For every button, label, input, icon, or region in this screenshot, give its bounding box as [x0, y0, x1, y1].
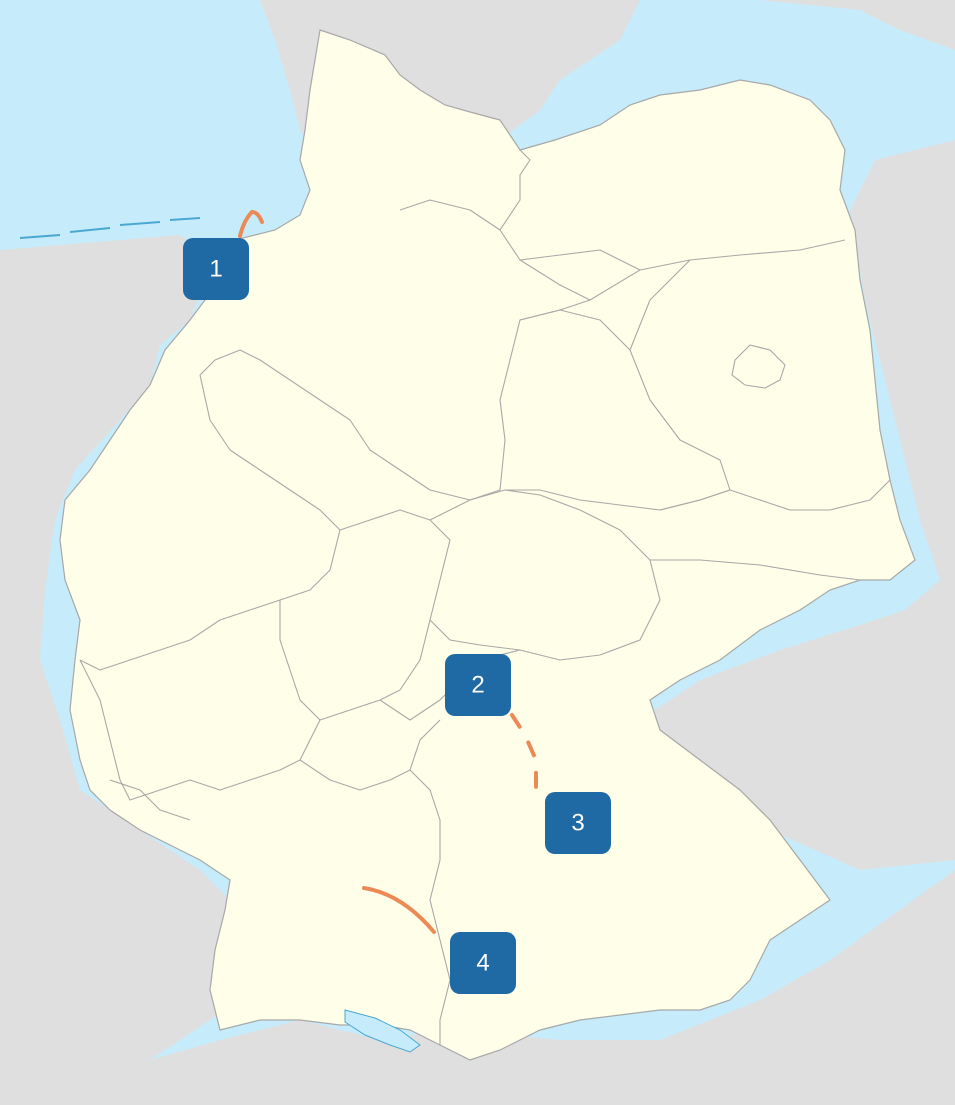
state-border-hesse [279, 509, 451, 721]
route-1-line [238, 209, 264, 238]
foreign-land-south [0, 870, 955, 1105]
state-border-saarland [109, 779, 191, 821]
berlin-border [731, 344, 786, 389]
marker-4-label: 4 [476, 950, 489, 977]
marker-2[interactable]: 2 [445, 654, 511, 716]
foreign-land-east [640, 140, 955, 870]
marker-4[interactable]: 4 [450, 932, 516, 994]
foreign-land-west [0, 235, 240, 1070]
lake-constance [344, 1009, 421, 1053]
state-border-north-rhine-westphalia [79, 374, 341, 671]
germany-land [59, 29, 916, 1061]
marker-3-label: 3 [571, 810, 584, 837]
marker-3[interactable]: 3 [545, 792, 611, 854]
state-border-thuringia [429, 489, 661, 661]
state-border-mecklenburg [499, 149, 641, 271]
route-2-3-line [510, 713, 538, 794]
route-4-line [362, 886, 436, 934]
marker-2-label: 2 [471, 672, 484, 699]
marker-1-label: 1 [209, 256, 222, 283]
frisian-islands [19, 217, 201, 239]
state-border-saxony-anhalt [505, 309, 731, 511]
marker-1[interactable]: 1 [183, 238, 249, 300]
state-border-rhineland-palatinate [79, 659, 321, 801]
state-border-lower-saxony [199, 199, 591, 501]
foreign-land-northeast [760, 0, 955, 50]
state-border-saxony [650, 489, 861, 581]
state-border-brandenburg [589, 239, 891, 511]
